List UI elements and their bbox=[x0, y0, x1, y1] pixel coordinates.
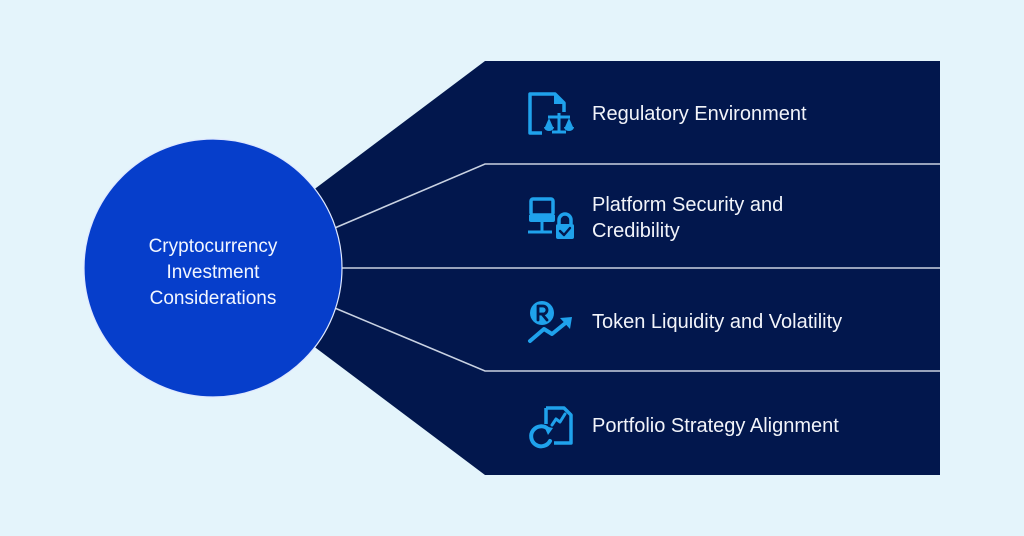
hub-title-line: Cryptocurrency bbox=[148, 236, 278, 257]
item-label-line: Portfolio Strategy Alignment bbox=[592, 415, 839, 437]
consideration-item-portfolio-strategy: Portfolio Strategy Alignment bbox=[522, 374, 932, 478]
hub-title: Cryptocurrency Investment Considerations bbox=[103, 234, 323, 312]
consideration-item-regulatory: Regulatory Environment bbox=[522, 62, 932, 166]
document-chart-refresh-icon bbox=[522, 398, 578, 454]
document-scales-icon bbox=[522, 86, 578, 142]
divider-line-3 bbox=[329, 305, 940, 372]
hub-title-line: Considerations bbox=[149, 288, 277, 309]
item-label: Portfolio Strategy Alignment bbox=[592, 413, 839, 439]
consideration-item-platform-security: Platform Security and Credibility bbox=[522, 166, 932, 270]
item-label: Token Liquidity and Volatility bbox=[592, 309, 842, 335]
hub-title-line: Investment bbox=[166, 262, 260, 283]
hub-circle bbox=[83, 138, 343, 398]
item-label-line: Token Liquidity and Volatility bbox=[592, 311, 843, 333]
consideration-item-token-liquidity: Token Liquidity and Volatility bbox=[522, 270, 932, 374]
item-label: Regulatory Environment bbox=[592, 101, 807, 127]
item-label-line: Platform Security and bbox=[592, 194, 784, 216]
item-label-line: Credibility bbox=[592, 220, 680, 242]
item-label: Platform Security and Credibility bbox=[592, 192, 783, 244]
item-label-line: Regulatory Environment bbox=[592, 103, 807, 125]
divider-line-1 bbox=[329, 163, 940, 231]
token-trend-up-icon bbox=[522, 294, 578, 350]
computer-lock-icon bbox=[522, 190, 578, 246]
